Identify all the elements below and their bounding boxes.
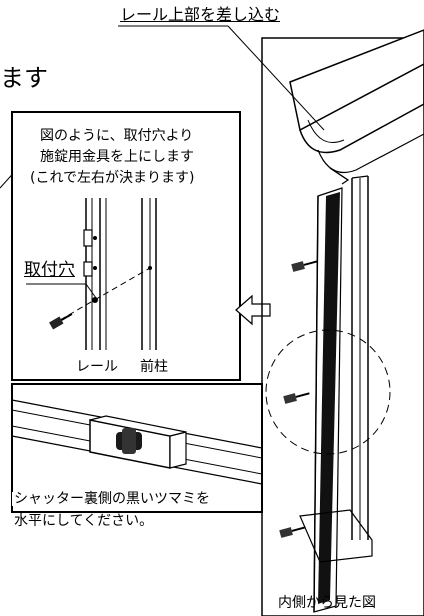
detail-panel-rail xyxy=(11,111,241,381)
mount-hole-label: 取付穴 xyxy=(24,260,75,280)
detail-note-line2: 施錠用金具を上にします xyxy=(40,149,194,165)
top-callout-label: レール上部を差し込む xyxy=(120,5,281,24)
detail-panel-knob xyxy=(11,383,263,513)
inside-view-drawing xyxy=(118,25,424,616)
knob-note-line2: 水平にしてください。 xyxy=(12,513,156,529)
inside-view-caption: 内側から見た図 xyxy=(278,595,376,611)
detail-note-line3: (これで左右が決まります) xyxy=(30,170,195,186)
rail-label: レール xyxy=(76,359,118,375)
heading-fragment: ます xyxy=(0,64,48,92)
knob-note-line1: シャッター裏側の黒いツマミを xyxy=(12,491,212,507)
front-post-label: 前柱 xyxy=(140,359,168,375)
detail-note-line1: 図のように、取付穴より xyxy=(40,128,194,144)
pointer-arrow xyxy=(235,294,271,326)
